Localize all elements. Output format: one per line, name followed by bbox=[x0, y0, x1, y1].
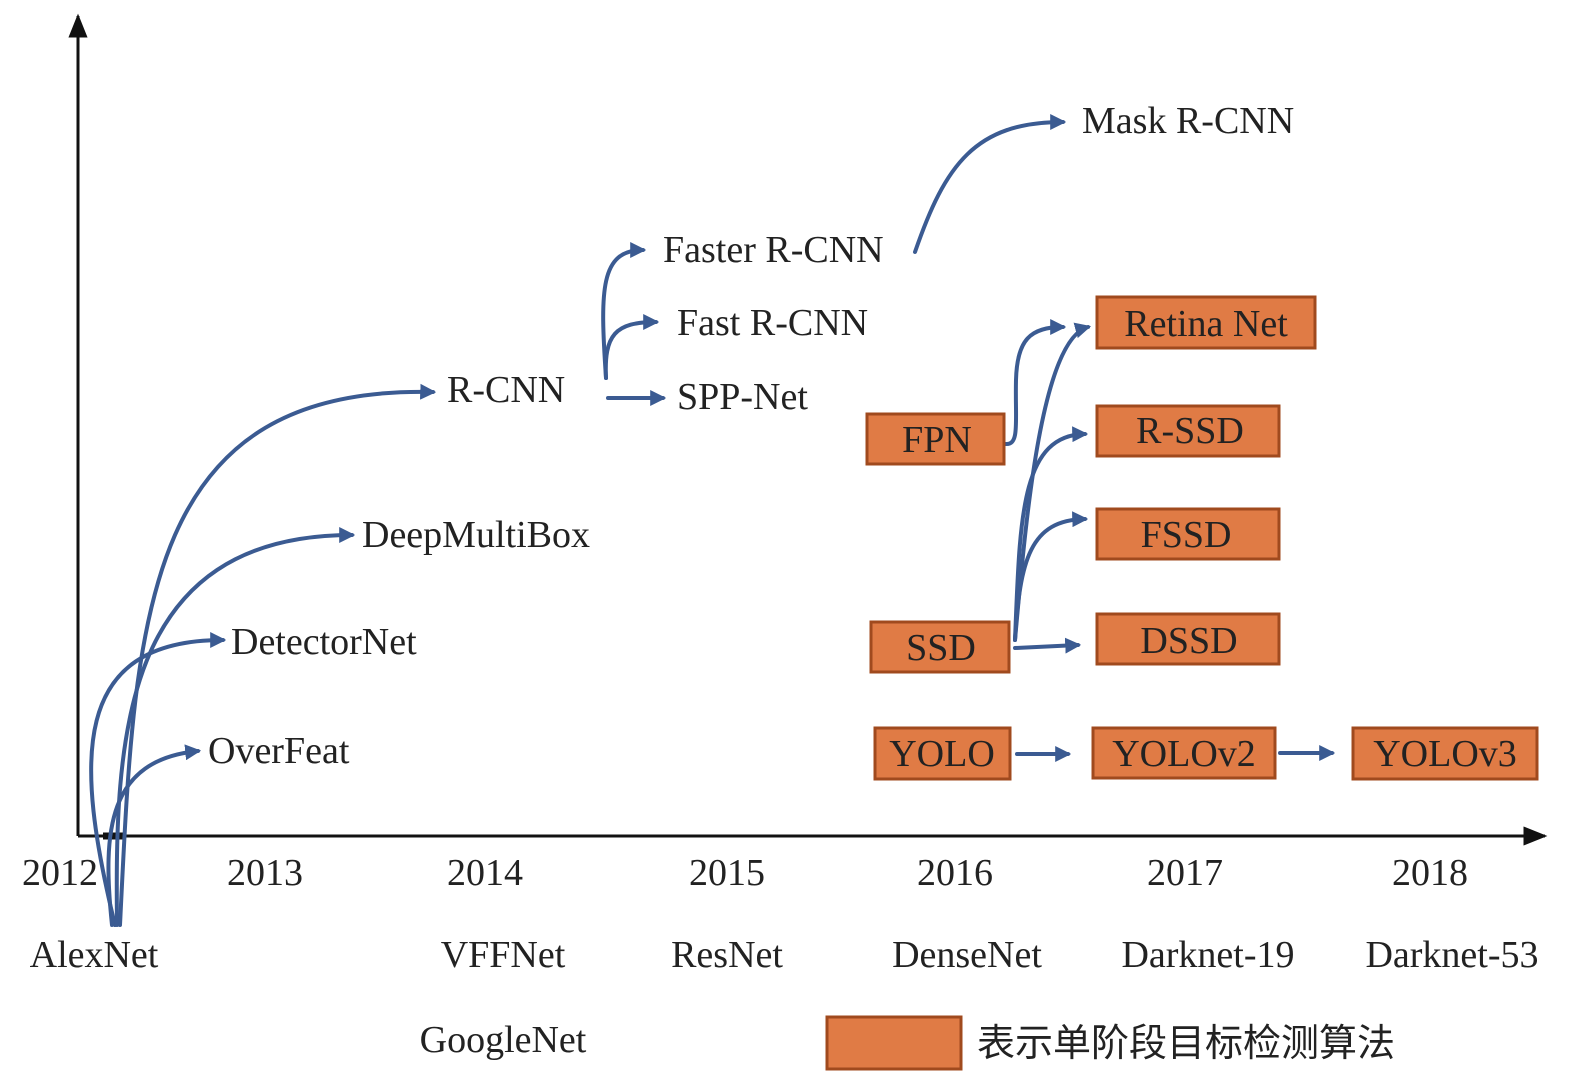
arrow-ssd-to-dssd bbox=[1013, 637, 1082, 654]
year-label-2013: 2013 bbox=[227, 852, 303, 894]
legend-label: 表示单阶段目标检测算法 bbox=[977, 1021, 1395, 1065]
backbone-densenet: DenseNet bbox=[892, 934, 1042, 976]
svg-text:Retina Net: Retina Net bbox=[1124, 303, 1288, 345]
year-label-2015: 2015 bbox=[689, 852, 765, 894]
arrow-to-detectornet bbox=[89, 632, 227, 927]
node-yolov3: YOLOv3 bbox=[1351, 726, 1539, 781]
node-fastrcnn: Fast R-CNN bbox=[677, 302, 868, 344]
svg-text:FPN: FPN bbox=[902, 419, 972, 461]
svg-text:YOLOv2: YOLOv2 bbox=[1112, 733, 1256, 775]
arrow-ssd-to-retinanet bbox=[1013, 322, 1092, 642]
year-label-2016: 2016 bbox=[917, 852, 993, 894]
arrow-ssd-to-rssd bbox=[1013, 426, 1089, 642]
node-detectornet: DetectorNet bbox=[231, 621, 417, 663]
year-label-2018: 2018 bbox=[1392, 852, 1468, 894]
svg-text:DSSD: DSSD bbox=[1140, 620, 1237, 662]
year-label-2017: 2017 bbox=[1147, 852, 1223, 894]
node-deepmultibox: DeepMultiBox bbox=[362, 514, 590, 556]
node-fasterrcnn: Faster R-CNN bbox=[663, 229, 884, 271]
node-fssd: FSSD bbox=[1095, 507, 1281, 561]
backbone-vffnet: VFFNet bbox=[441, 934, 566, 976]
node-dssd: DSSD bbox=[1095, 612, 1281, 666]
year-label-2014: 2014 bbox=[447, 852, 523, 894]
svg-text:SSD: SSD bbox=[906, 627, 976, 669]
year-label-2012: 2012 bbox=[22, 852, 98, 894]
node-rcnn: R-CNN bbox=[447, 369, 565, 411]
node-overfeat: OverFeat bbox=[208, 730, 350, 772]
node-retinanet: Retina Net bbox=[1095, 295, 1317, 350]
arrow-to-deepmultibox bbox=[114, 527, 356, 927]
svg-text:R-SSD: R-SSD bbox=[1136, 410, 1244, 452]
backbone-alexnet: AlexNet bbox=[30, 934, 159, 976]
node-maskrcnn: Mask R-CNN bbox=[1082, 100, 1294, 142]
backbone-darknet19: Darknet-19 bbox=[1121, 934, 1294, 976]
backbone-resnet: ResNet bbox=[671, 934, 783, 976]
node-yolov2: YOLOv2 bbox=[1091, 726, 1277, 780]
svg-text:YOLO: YOLO bbox=[889, 733, 995, 775]
node-yolo: YOLO bbox=[873, 726, 1012, 781]
legend-swatch bbox=[825, 1015, 963, 1071]
node-rssd: R-SSD bbox=[1095, 404, 1281, 458]
svg-text:FSSD: FSSD bbox=[1141, 514, 1232, 556]
backbone-darknet53: Darknet-53 bbox=[1365, 934, 1538, 976]
svg-text:YOLOv3: YOLOv3 bbox=[1373, 733, 1517, 775]
arrow-to-fasterrcnn bbox=[601, 242, 647, 380]
arrow-fpn-to-retinanet bbox=[1004, 319, 1067, 446]
arrow-to-fastrcnn bbox=[603, 314, 660, 380]
node-ssd: SSD bbox=[869, 620, 1011, 674]
arrow-to-maskrcnn bbox=[913, 114, 1067, 254]
arrow-to-rcnn bbox=[118, 383, 437, 927]
arrow-ssd-to-fssd bbox=[1013, 511, 1089, 642]
legend: 表示单阶段目标检测算法 bbox=[825, 1015, 1395, 1071]
node-sppnet: SPP-Net bbox=[677, 376, 808, 418]
node-fpn: FPN bbox=[865, 412, 1006, 466]
backbone-googlenet: GoogleNet bbox=[420, 1019, 587, 1061]
